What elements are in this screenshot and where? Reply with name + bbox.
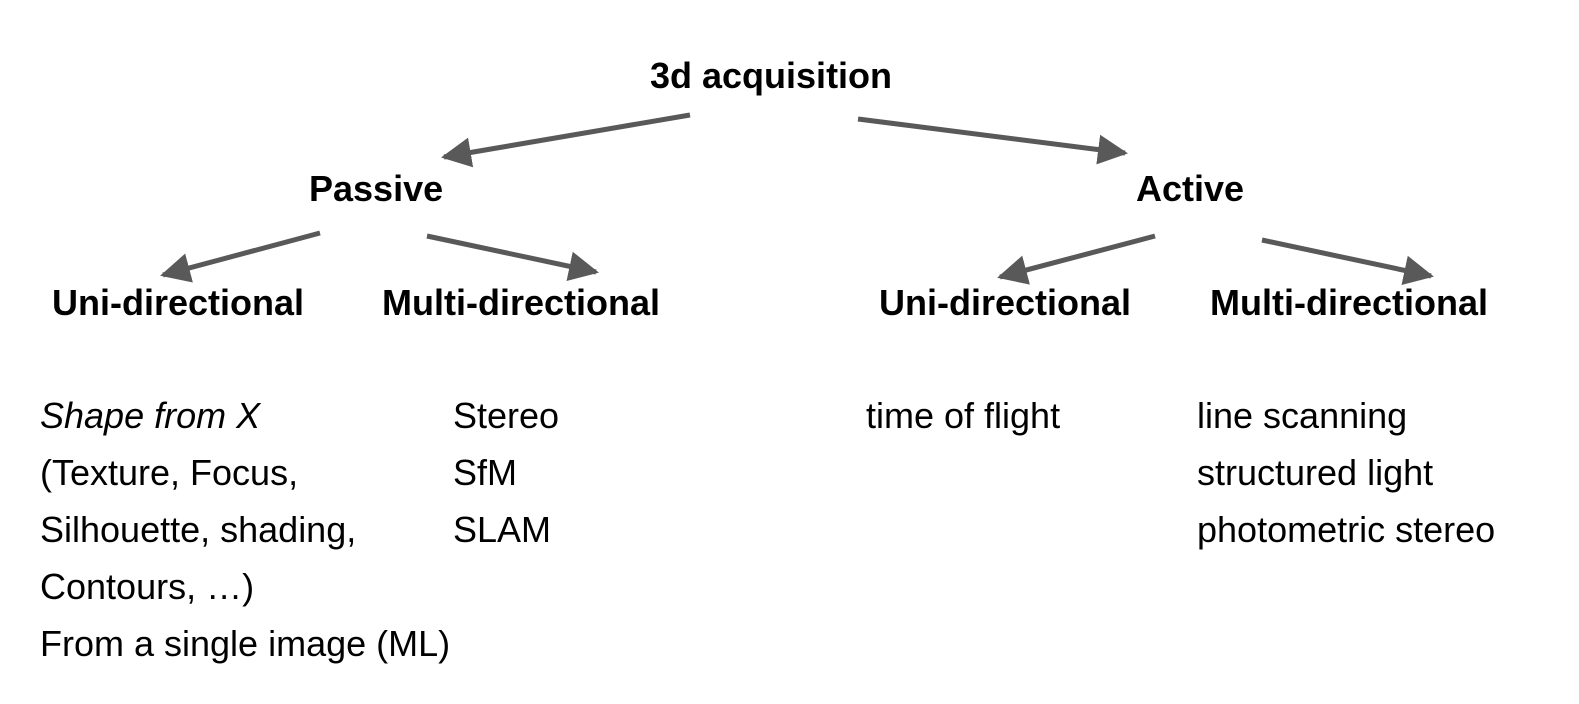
arrow-root-to-active	[857, 116, 1128, 165]
list-item: From a single image (ML)	[40, 623, 451, 664]
passive-node-label: Passive	[309, 168, 444, 209]
list-item: Shape from X	[40, 395, 261, 436]
active-multi-label: Multi-directional	[1210, 282, 1488, 323]
active-uni-label: Uni-directional	[879, 282, 1132, 323]
list-item: Silhouette, shading,	[40, 509, 357, 550]
list-item: structured light	[1197, 452, 1434, 493]
root-node-label: 3d acquisition	[650, 55, 893, 96]
list-item: time of flight	[866, 395, 1061, 436]
passive-uni-label: Uni-directional	[52, 282, 305, 323]
active-uni-list: time of flight	[866, 387, 1060, 444]
list-item: (Texture, Focus,	[40, 452, 299, 493]
list-item: SLAM	[453, 509, 552, 550]
arrow-passive-to-multi	[426, 233, 599, 282]
active-multi-list: line scanning structured light photometr…	[1197, 387, 1495, 558]
list-item: Stereo	[453, 395, 560, 436]
arrow-passive-to-uni	[160, 230, 321, 283]
list-item: SfM	[453, 452, 518, 493]
passive-uni-list: Shape from X (Texture, Focus, Silhouette…	[40, 387, 450, 672]
passive-multi-list: Stereo SfM SLAM	[453, 387, 559, 558]
passive-multi-label: Multi-directional	[382, 282, 660, 323]
active-node-label: Active	[1136, 168, 1245, 209]
arrow-active-to-uni	[997, 233, 1156, 285]
list-item: Contours, …)	[40, 566, 255, 607]
list-item: photometric stereo	[1197, 509, 1496, 550]
list-item: line scanning	[1197, 395, 1408, 436]
arrow-active-to-multi	[1261, 237, 1434, 286]
arrow-root-to-passive	[441, 112, 691, 168]
